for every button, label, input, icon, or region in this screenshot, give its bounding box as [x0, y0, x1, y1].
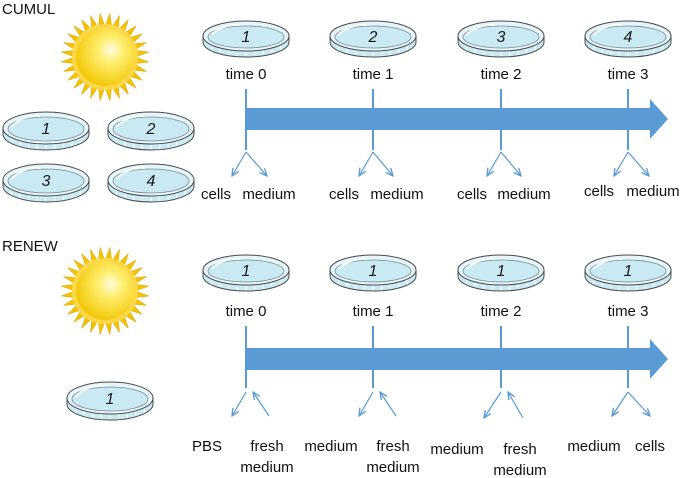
output-label: PBS: [192, 438, 222, 455]
dish-number: 3: [497, 29, 506, 46]
side-dish: 3: [2, 163, 90, 203]
output-label: medium: [304, 438, 357, 455]
time-label: time 3: [608, 303, 649, 320]
dish-number: 3: [42, 173, 51, 190]
input-label: fresh: [503, 441, 536, 458]
dish-number: 4: [624, 29, 633, 46]
output-label: cells: [329, 186, 359, 203]
time-label: time 1: [353, 66, 394, 83]
timeline-dish: 1: [457, 254, 545, 292]
timeline-arrow: [246, 99, 668, 139]
output-label: cells: [457, 186, 487, 203]
time-label: time 0: [226, 66, 267, 83]
timeline-dish: 2: [329, 20, 417, 58]
timeline-arrow: [246, 339, 668, 379]
dish-number: 1: [106, 391, 115, 408]
time-label: time 1: [353, 303, 394, 320]
exchange-arrows: [232, 392, 650, 418]
input-label: medium: [240, 459, 293, 476]
dish-number: 1: [624, 263, 633, 280]
time-label: time 2: [481, 66, 522, 83]
input-label: fresh: [250, 438, 283, 455]
timeline-dish: 3: [457, 20, 545, 58]
dish-number: 1: [369, 263, 378, 280]
time-label: time 3: [608, 66, 649, 83]
renew-section: RENEW 1 1 1 1 1 time 0 time 1 time 2 tim…: [2, 238, 672, 478]
timeline-dish: 1: [329, 254, 417, 292]
input-label: fresh: [376, 438, 409, 455]
output-label: medium: [497, 186, 550, 203]
timeline-dish: 1: [202, 20, 290, 58]
dish-number: 2: [368, 29, 378, 46]
timeline-dish: 4: [584, 20, 672, 58]
side-dish: 1: [2, 111, 90, 151]
section-label: RENEW: [2, 238, 59, 255]
cumul-section: CUMUL 1 2 3 4 1 2 3 4 time 0 time 1: [2, 1, 680, 203]
timeline-dish: 1: [584, 254, 672, 292]
side-dish: 1: [66, 381, 154, 421]
side-dish: 2: [107, 111, 195, 151]
timeline-dish: 1: [202, 254, 290, 292]
time-label: time 2: [481, 303, 522, 320]
output-label: medium: [567, 438, 620, 455]
output-label: medium: [626, 183, 679, 200]
dish-number: 4: [147, 173, 156, 190]
output-label: cells: [201, 186, 231, 203]
split-arrows: [232, 151, 649, 176]
output-label: medium: [370, 186, 423, 203]
time-label: time 0: [226, 303, 267, 320]
dish-number: 1: [42, 121, 51, 138]
dish-number: 2: [146, 121, 156, 138]
sun-icon: [61, 13, 149, 101]
output-label: medium: [430, 441, 483, 458]
output-label: cells: [635, 438, 665, 455]
input-label: medium: [366, 459, 419, 476]
output-label: cells: [584, 183, 614, 200]
section-label: CUMUL: [2, 1, 55, 18]
dish-number: 1: [242, 263, 251, 280]
dish-number: 1: [242, 29, 251, 46]
sun-icon: [61, 247, 149, 335]
input-label: medium: [493, 462, 546, 478]
dish-number: 1: [497, 263, 506, 280]
side-dish: 4: [107, 163, 195, 203]
output-label: medium: [242, 186, 295, 203]
